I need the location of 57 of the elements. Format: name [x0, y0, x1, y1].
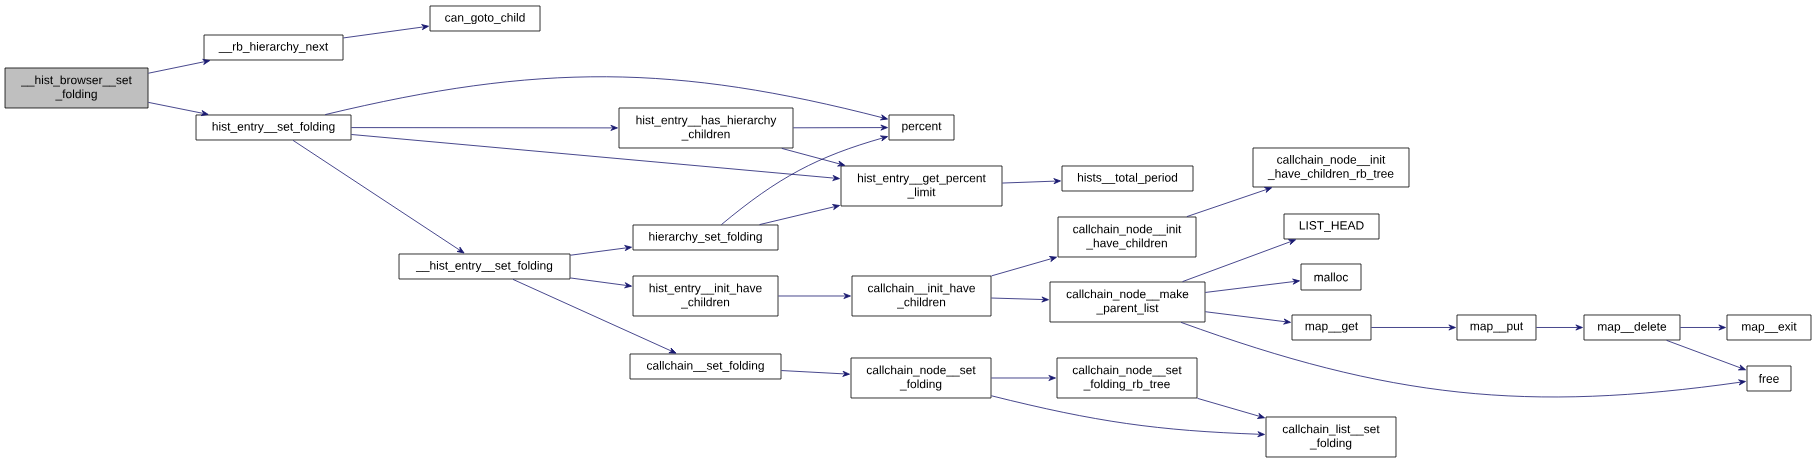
arrow: [351, 134, 840, 181]
function-box: map__delete: [1583, 314, 1681, 341]
arrow: [759, 204, 840, 225]
function-box: LIST_HEAD: [1283, 213, 1380, 240]
arrow: [1205, 311, 1291, 325]
arrow: [781, 148, 846, 167]
arrow: [991, 375, 1056, 381]
function-box: hist_entry__set_folding: [195, 114, 352, 141]
function-box: callchain_list__set _folding: [1265, 416, 1397, 458]
arrow: [778, 293, 851, 299]
arrow: [148, 59, 211, 74]
function-box: __rb_hierarchy_next: [203, 34, 344, 61]
arrow: [1182, 239, 1296, 282]
arrow: [512, 279, 677, 354]
function-box: hist_entry__has_hierarchy _children: [618, 107, 794, 149]
arrow: [570, 277, 632, 289]
arrow: [991, 296, 1049, 303]
function-box: callchain_node__set _folding: [850, 357, 992, 399]
arrow: [148, 101, 209, 117]
function-box: callchain_node__init _have_children: [1057, 216, 1197, 258]
function-box: free: [1746, 365, 1792, 392]
arrow: [324, 76, 888, 121]
function-box: map__put: [1456, 314, 1537, 341]
arrow: [1205, 278, 1300, 293]
function-box: callchain__init_have _children: [851, 275, 992, 317]
arrow: [343, 24, 429, 39]
function-box: callchain__set_folding: [629, 353, 782, 380]
arrow: [1197, 397, 1265, 419]
function-box: hist_entry__get_percent _limit: [840, 165, 1003, 207]
function-box: __hist_browser__set _folding: [4, 67, 149, 109]
arrow: [721, 135, 888, 225]
arrow: [570, 245, 632, 256]
arrow: [793, 124, 888, 131]
arrow: [351, 124, 618, 131]
arrow: [1180, 322, 1746, 398]
arrow: [1371, 324, 1456, 331]
function-box: malloc: [1300, 263, 1362, 291]
arrow: [781, 370, 850, 377]
function-box: percent: [888, 114, 955, 141]
function-box: callchain_node__set _folding_rb_tree: [1056, 357, 1198, 399]
arrow: [991, 395, 1265, 438]
arrow: [1186, 187, 1272, 217]
function-box: can_goto_child: [429, 5, 541, 32]
arrow: [1536, 324, 1583, 331]
function-box: map__get: [1291, 314, 1372, 341]
function-box: hists__total_period: [1061, 165, 1194, 192]
function-box: hierarchy_set_folding: [632, 224, 779, 251]
arrow: [1002, 178, 1061, 185]
arrow: [1680, 324, 1726, 331]
function-box: map__exit: [1726, 314, 1812, 341]
function-box: callchain_node__init _have_children_rb_tree: [1252, 147, 1410, 188]
function-box: callchain_node__make _parent_list: [1049, 281, 1206, 323]
function-box: __hist_entry__set_folding: [398, 253, 571, 280]
arrow: [292, 140, 465, 254]
arrow: [991, 256, 1057, 277]
arrow: [1666, 340, 1746, 371]
function-box: hist_entry__init_have _children: [632, 275, 779, 317]
